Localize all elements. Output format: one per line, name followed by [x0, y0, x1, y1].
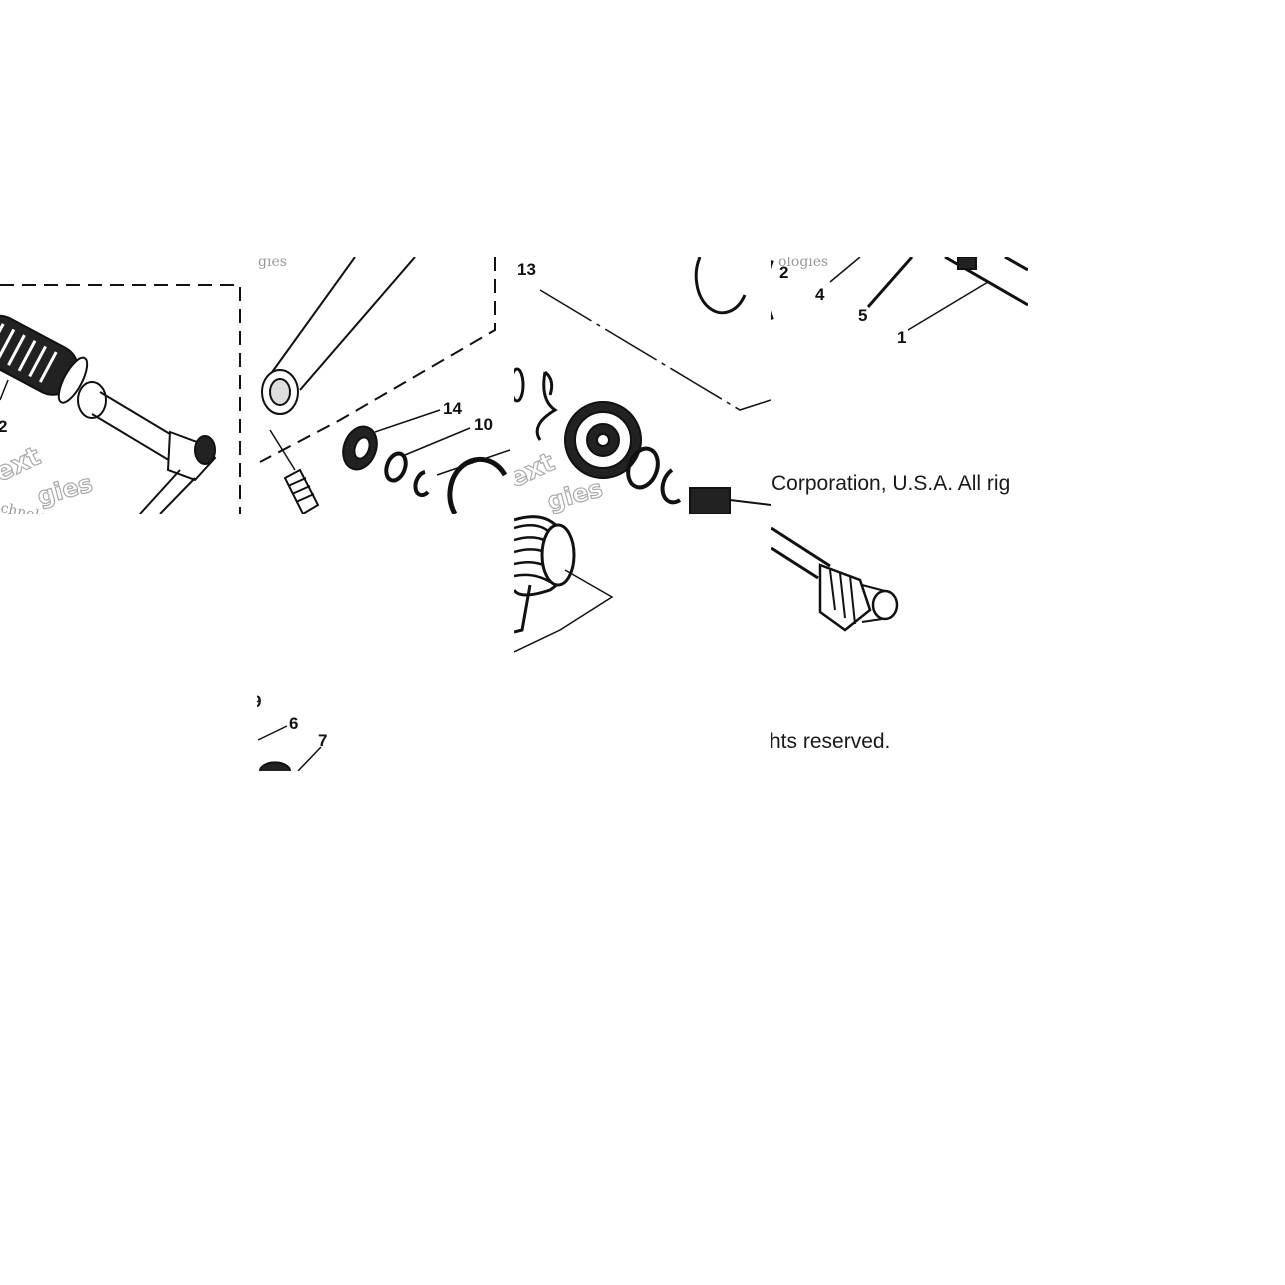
splined-axle: [818, 563, 899, 632]
tile-kick-gear: 13 ext gies: [514, 257, 771, 516]
bolt: [283, 468, 320, 514]
watermark-text: gies: [544, 474, 605, 516]
callout-1: 1: [897, 328, 906, 347]
callout-10: 10: [474, 415, 493, 434]
callout-9: 9: [252, 692, 261, 711]
callout-5: 5: [858, 306, 867, 325]
copyright-clip-2: hts reserved.: [771, 728, 1028, 764]
washer: [384, 451, 408, 483]
dashed-boundary: [259, 257, 496, 463]
tile-torsion-spring: [514, 515, 614, 653]
tile-kick-shaft: 14 10 gies: [258, 254, 511, 514]
callout-4: 4: [815, 285, 825, 304]
spring-hook: [535, 370, 558, 441]
watermark-text: ext: [0, 441, 45, 488]
circlip: [660, 468, 682, 505]
callout-2: 2: [779, 263, 788, 282]
watermark-text: gies: [258, 254, 287, 270]
torsion-spring: [514, 515, 576, 634]
kick-gear: [564, 401, 642, 479]
callout-14: 14: [443, 399, 462, 418]
copyright-text-2: hts reserved.: [771, 730, 891, 753]
washer: [626, 446, 660, 490]
watermark-text: gies: [34, 469, 95, 511]
ratchet: [689, 487, 731, 514]
watermark-text: ologies: [778, 254, 828, 270]
watermark-text: chnologies: [0, 500, 77, 531]
rubber-grip: [0, 314, 89, 404]
pedal-shaft: [77, 381, 217, 514]
callout-13: 13: [517, 260, 536, 279]
copyright-text-1: Corporation, U.S.A. All rig: [771, 472, 1011, 495]
tile-callouts-bottom: 9 6 7: [252, 692, 327, 771]
tile-kick-pedal: 2 ext gies chnologies: [0, 284, 241, 531]
tile-callouts-top-right: ologies 2 4 5 1: [771, 254, 1028, 347]
tile-kick-axle: [771, 526, 899, 632]
oil-seal: [342, 425, 378, 471]
copyright-clip-1: Corporation, U.S.A. All rig: [771, 470, 1028, 506]
callout-6: 6: [289, 714, 298, 733]
svg-text:2: 2: [0, 417, 7, 436]
callout-7: 7: [318, 731, 327, 750]
dashed-boundary: [0, 284, 241, 514]
circlip: [413, 470, 430, 498]
